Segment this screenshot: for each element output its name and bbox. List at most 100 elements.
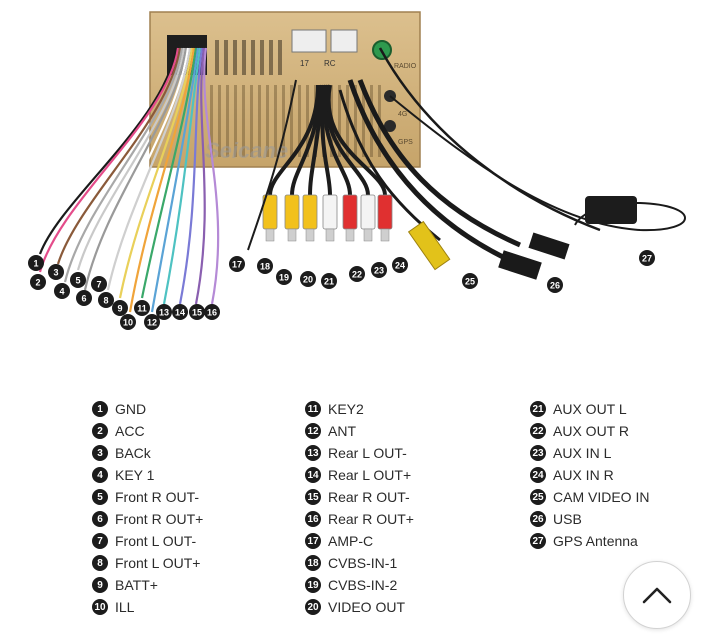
callout-badge [76,290,92,306]
callout-marker: 5 [70,272,86,288]
callout-number: 3 [53,268,58,278]
fin [242,85,245,157]
callout-badge [54,283,70,299]
fin [306,85,309,157]
legend-number: 11 [305,401,321,417]
callout-marker: 19 [276,269,292,285]
callout-number: 10 [123,318,133,328]
harness-wire [128,47,196,313]
legend-number: 24 [530,467,546,483]
legend-item: 25 CAM VIDEO IN [530,486,649,508]
callout-badge [257,258,273,274]
callout-number: 15 [192,308,202,318]
rca-cable [308,84,324,196]
callout-badge [189,304,205,320]
callout-marker: 21 [321,273,337,289]
callout-badge [30,274,46,290]
legend-number: 22 [530,423,546,439]
harness-wire [56,47,182,265]
callout-number: 12 [147,318,157,328]
rca-cable [290,84,322,196]
callout-badge [639,250,655,266]
callout-number: 11 [137,304,147,314]
vent-slot [215,40,219,75]
scroll-to-top-button[interactable] [623,561,691,629]
callout-number: 1 [33,259,38,269]
legend-number: 6 [92,511,108,527]
fin [266,85,269,157]
harness-wire [150,47,200,313]
legend-number: 15 [305,489,321,505]
callout-number: 25 [465,277,475,287]
legend-label: Front R OUT- [115,489,200,505]
callout-badge [91,276,107,292]
fin [282,85,285,157]
rca-plug [377,194,393,230]
callout-marker: 11 [134,300,150,316]
legend-number: 25 [530,489,546,505]
legend-label: GND [115,401,147,417]
callout-number: 2 [35,278,40,288]
callout-number: 21 [324,277,334,287]
rca-cable [320,84,332,196]
callout-marker: 13 [156,304,172,320]
legend-label: AUX IN L [553,445,612,461]
harness-wire [194,47,206,305]
fin [250,85,253,157]
vent-slot [251,40,255,75]
legend-number: 21 [530,401,546,417]
fin [274,85,277,157]
legend-number: 8 [92,555,108,571]
rca-plug [342,194,358,230]
black-cables [338,47,686,280]
callout-marker: 6 [76,290,92,306]
fin [338,85,341,157]
legend-label: ILL [115,599,135,615]
callout-number: 24 [395,261,405,271]
legend-label: Rear L OUT- [328,445,407,461]
harness-plug-right [330,29,358,53]
callout-badge [134,300,150,316]
legend-label: CAM VIDEO IN [553,489,650,505]
rca-plug [284,194,300,230]
callout-number: 17 [232,260,242,270]
legend-label: Rear R OUT- [328,489,410,505]
legend-label: CVBS-IN-2 [328,577,398,593]
legend-number: 19 [305,577,321,593]
legend-label: CVBS-IN-1 [328,555,398,571]
brand-watermark: Seicane [205,138,288,163]
callout-badge [112,300,128,316]
legend-number: 13 [305,445,321,461]
legend-label: BACk [115,445,151,461]
callout-badge [349,266,365,282]
legend-item: 19 CVBS-IN-2 [305,574,414,596]
legend-number: 2 [92,423,108,439]
callout-badge [276,269,292,285]
legend-label: VIDEO OUT [328,599,406,615]
harness-wire [162,47,202,305]
callout-number: 9 [117,304,122,314]
vent-slot [269,40,273,75]
vent-slot [242,40,246,75]
callout-marker: 4 [54,283,70,299]
callout-marker: 15 [189,304,205,320]
callout-marker: 22 [349,266,365,282]
harness-wire [76,47,186,271]
usb-plug-2 [528,232,570,260]
callout-badge [229,256,245,272]
legend-number: 14 [305,467,321,483]
callout-marker: 20 [300,271,316,287]
amp-control-wire [247,79,297,251]
harness-wire [38,47,180,273]
callout-marker: 2 [30,274,46,290]
callout-badge [392,257,408,273]
vent-slot [278,40,282,75]
callout-number: 19 [279,273,289,283]
legend-label: ACC [115,423,145,439]
legend-label: AUX OUT L [553,401,627,417]
legend-number: 1 [92,401,108,417]
